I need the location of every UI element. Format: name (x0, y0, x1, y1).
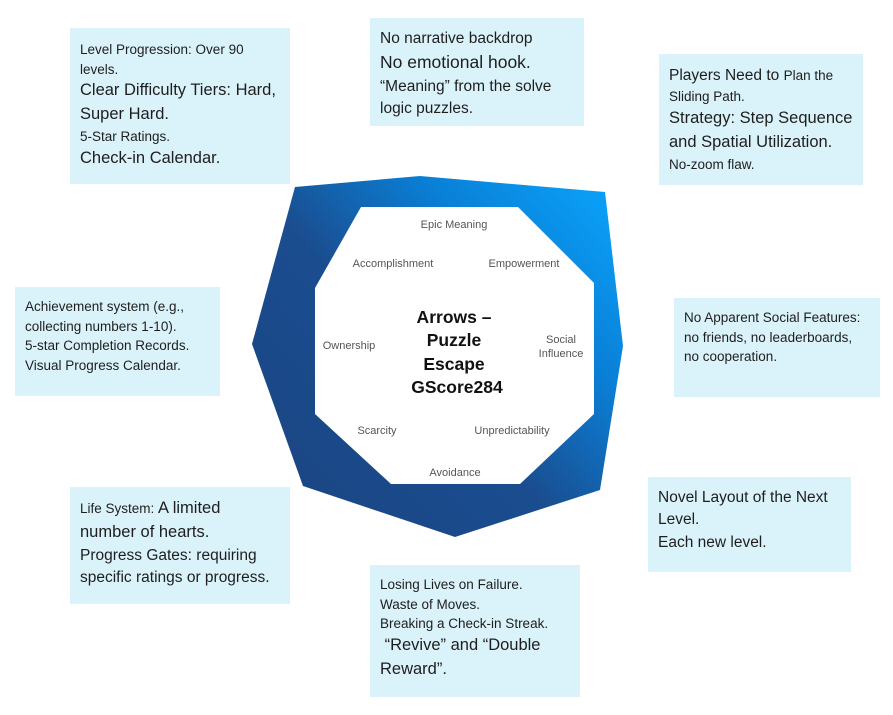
note-line: Clear Difficulty Tiers: Hard, (80, 81, 276, 100)
drive-social-influence: Social Influence (539, 333, 584, 362)
note-line: Novel Layout of the Next (658, 489, 828, 506)
note-empowerment: Players Need to Plan the Sliding Path. S… (659, 54, 863, 185)
note-line: Reward”. (380, 659, 447, 678)
note-unpredictability: Novel Layout of the Next Level. Each new… (648, 477, 851, 572)
note-line: no friends, no leaderboards, (684, 329, 853, 345)
note-line: Level. (658, 511, 700, 529)
note-line: No Apparent Social Features: (684, 310, 861, 325)
note-line: Super Hard. (80, 105, 169, 124)
note-line: Life System: A limited (80, 497, 280, 521)
note-line: No-zoom flaw. (669, 156, 755, 172)
note-line: “Revive” and “Double (380, 635, 541, 654)
drive-accomplishment: Accomplishment (352, 258, 434, 270)
note-line: specific ratings or progress. (80, 569, 270, 587)
note-scarcity: Life System: A limited number of hearts.… (70, 487, 290, 604)
title-line-2: Puzzle (426, 330, 482, 351)
octagon-inner (315, 207, 594, 484)
title-line-4: GScore284 (411, 376, 503, 397)
note-line: No emotional hook. (380, 52, 531, 73)
note-line: Progress Gates: requiring (80, 546, 257, 564)
note-avoidance: Losing Lives on Failure. Waste of Moves.… (370, 565, 580, 697)
note-line: Breaking a Check-in Streak. (380, 616, 549, 632)
note-line: Each new level. (658, 533, 767, 551)
note-social-influence: No Apparent Social Features: no friends,… (674, 298, 880, 397)
note-line: 5-star Completion Records. (25, 338, 190, 354)
note-line: logic puzzles. (380, 100, 474, 118)
note-line: Losing Lives on Failure. (380, 577, 523, 592)
note-line: number of hearts. (80, 522, 210, 541)
note-line: and Spatial Utilization. (669, 132, 833, 151)
drive-empowerment: Empowerment (488, 258, 560, 270)
note-line: no cooperation. (684, 349, 778, 365)
note-text: A limited (158, 499, 221, 517)
note-text: Players Need to (669, 67, 784, 84)
note-ownership: Achievement system (e.g., collecting num… (15, 287, 220, 396)
note-line: Waste of Moves. (380, 596, 481, 612)
note-line: levels. (80, 61, 119, 77)
note-text: Life System: (80, 501, 159, 516)
drive-social-influence-line2: Influence (538, 348, 584, 361)
title-line-1: Arrows – (416, 307, 492, 327)
note-line: Level Progression: Over 90 (80, 42, 244, 57)
note-line: Players Need to Plan the (669, 64, 853, 87)
note-line: collecting numbers 1-10). (25, 318, 177, 334)
diagram-title: Arrows – Puzzle Escape GScore284 (405, 306, 502, 399)
drive-social-influence-line1: Social (546, 334, 576, 346)
note-accomplishment: Level Progression: Over 90 levels. Clear… (70, 28, 290, 184)
drive-unpredictability: Unpredictability (474, 425, 550, 437)
note-line: Achievement system (e.g., (25, 299, 185, 314)
note-epic-meaning: No narrative backdrop No emotional hook.… (370, 18, 584, 126)
note-line: 5-Star Ratings. (80, 128, 171, 144)
note-line: “Meaning” from the solve (380, 77, 552, 95)
note-line: Visual Progress Calendar. (25, 357, 181, 373)
drive-scarcity: Scarcity (357, 425, 397, 437)
drive-ownership: Ownership (322, 340, 376, 352)
drive-avoidance: Avoidance (429, 467, 481, 479)
title-line-3: Escape (423, 353, 485, 374)
note-line: No narrative backdrop (380, 30, 533, 47)
note-text: Plan the (783, 68, 834, 83)
note-line: Sliding Path. (669, 89, 745, 105)
drive-epic-meaning: Epic Meaning (420, 219, 488, 231)
note-line: Strategy: Step Sequence (669, 109, 853, 128)
note-line: Check-in Calendar. (80, 148, 221, 167)
